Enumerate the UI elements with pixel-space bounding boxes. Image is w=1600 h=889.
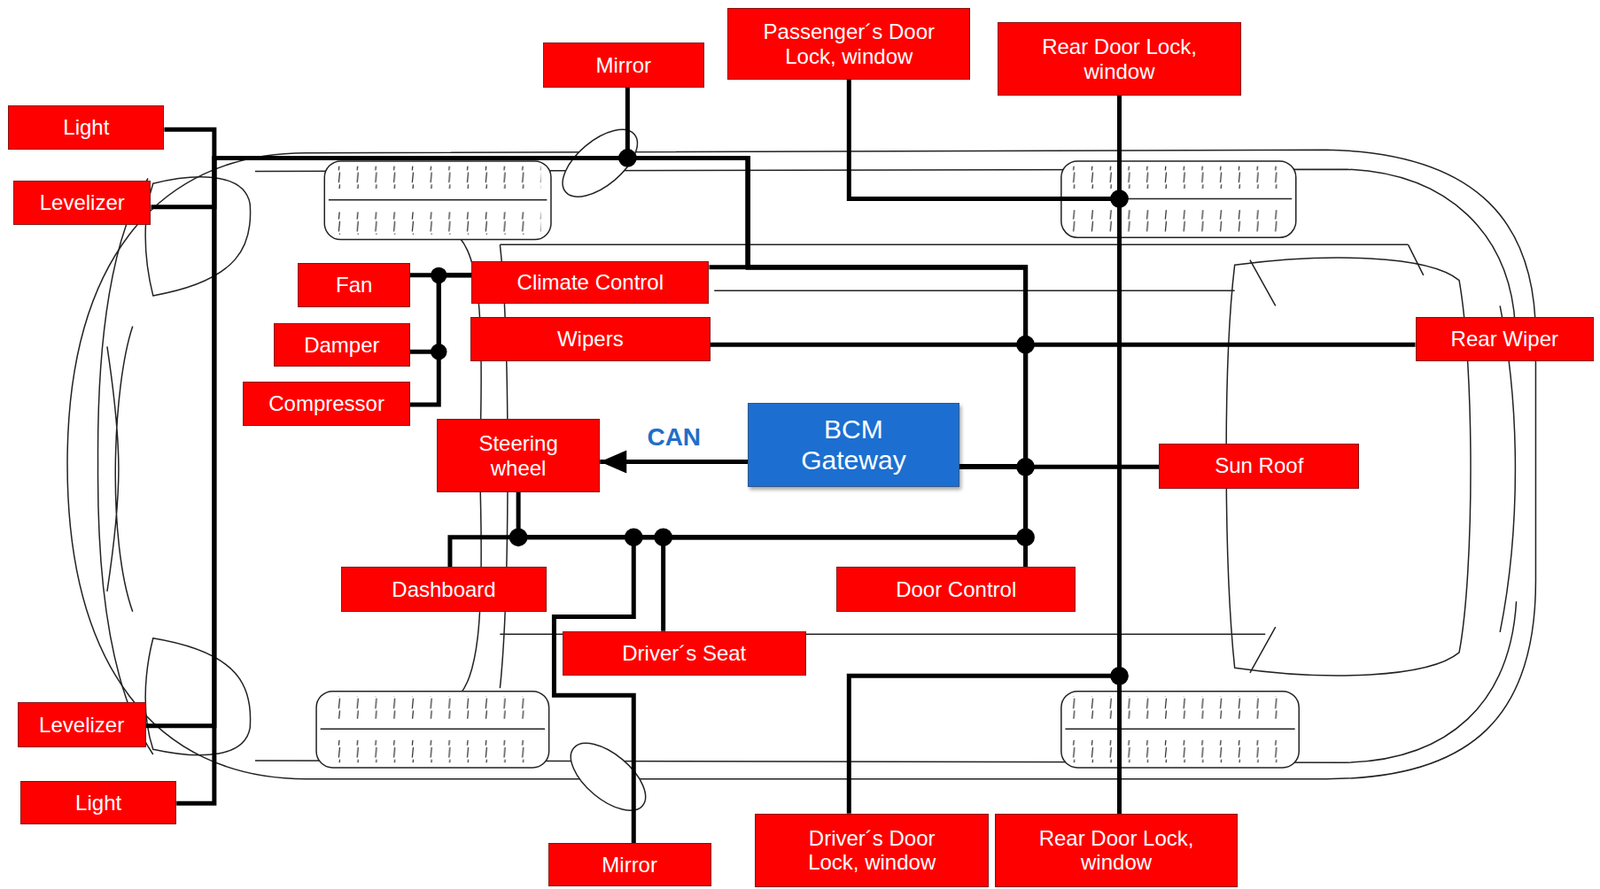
front-bumper [98,178,154,755]
bus-connector [848,675,1119,814]
module-label: Mirror [595,53,652,78]
junction-dot [509,528,529,547]
module-box: Door Control [836,566,1076,613]
module-label: Passenger´s Door Lock, window [758,19,940,69]
junction-dot [653,528,673,547]
bus-wire [146,157,1026,726]
tread [1071,209,1286,233]
module-box: Passenger´s Door Lock, window [727,7,971,80]
module-box: Steering wheel [436,419,600,493]
bus-connector [959,466,1026,567]
module-label: Steering wheel [465,431,572,481]
module-box: Compressor [242,381,411,428]
bus-wire [553,466,1026,844]
junction-dot [430,267,447,284]
module-box: Driver´s Seat [562,631,807,677]
junction-dot [1016,458,1035,477]
module-box: Rear Door Lock, window [997,22,1241,96]
module-box: Rear Wiper [1415,317,1595,362]
module-label: Light [62,115,109,140]
junction-dot [1110,189,1129,209]
bus-connector [599,450,748,474]
module-label: Driver´s Seat [621,641,746,667]
tread-line [1064,728,1295,730]
bus-wire [848,675,1119,814]
body-inner-line [255,169,1517,763]
module-label: Levelizer [38,713,125,738]
arrow-head [599,450,627,474]
module-box: Light [20,781,177,826]
module-label: Wipers [557,326,624,352]
body-outline [67,149,1536,779]
tread [334,166,542,189]
module-box: Damper [273,323,411,368]
module-label: Fan [335,272,373,298]
module-label: Sun Roof [1214,453,1304,479]
junction-dot [618,148,637,168]
module-box: Mirror [548,843,712,886]
junction-dot [1016,528,1035,547]
module-label: Mirror [601,853,658,878]
tread [334,211,542,234]
tread-line [328,199,547,201]
gateway-box: BCM Gateway [747,403,959,489]
headlight [145,638,251,756]
junction-dot [624,528,644,547]
module-label: Rear Wiper [1451,326,1559,352]
module-label: Door Control [895,577,1017,603]
tread [1071,696,1289,719]
bus-wire [410,275,472,405]
tread [1071,740,1289,763]
wheel [1061,691,1299,769]
module-label: Compressor [268,391,385,417]
hood-line [107,326,133,612]
wheel [324,161,552,241]
module-label: BCM Gateway [791,414,916,476]
bus-connector [146,157,1026,726]
module-box: Driver´s Door Lock, window [754,814,989,888]
module-label: Rear Door Lock, window [1028,34,1211,84]
bus-connector [410,275,472,405]
headlight [145,177,251,296]
module-label: Levelizer [39,190,125,216]
module-box: Rear Door Lock, window [994,814,1238,888]
module-box: Dashboard [341,566,548,613]
junction-dot [430,343,447,360]
module-box: Fan [297,263,411,308]
wheels [316,161,1299,769]
bus-wire [176,157,1026,804]
module-label: Light [75,791,122,816]
bus-connector [848,79,1119,200]
module-box: Wipers [470,317,711,362]
bus-wire [959,466,1026,567]
mirror-shape [559,730,657,824]
tread [326,740,540,763]
bus-wire [848,79,1119,200]
bus-label: CAN [644,423,703,452]
module-label: Driver´s Door Lock, window [785,826,959,876]
tread [1071,166,1286,189]
module-box: Levelizer [17,702,147,748]
tread-line [320,728,545,730]
module-box: Mirror [543,42,705,88]
module-label: Rear Door Lock, window [1025,826,1208,876]
junction-dot [1016,335,1035,355]
junction-dot [1110,667,1129,686]
bus-connector [553,466,1026,844]
module-box: Climate Control [471,261,709,304]
module-label: Dashboard [391,577,496,603]
module-label: Climate Control [517,270,664,296]
car-body [67,149,1536,779]
mirror-shape [551,116,649,210]
module-box: Sun Roof [1158,443,1360,490]
module-box: Levelizer [13,180,151,226]
wheel [316,691,550,769]
bus-connector [176,157,1026,804]
module-box: Light [7,105,164,151]
module-label: Damper [303,333,380,358]
tread [326,696,540,719]
